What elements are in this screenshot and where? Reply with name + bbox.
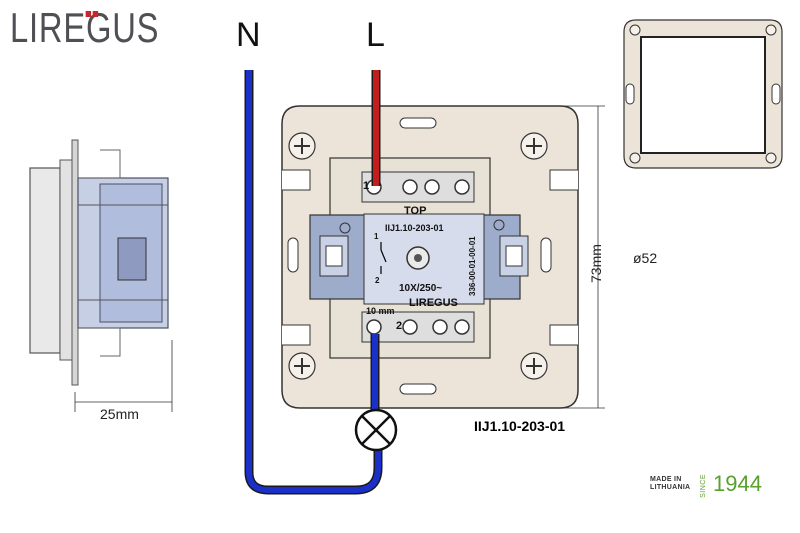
terminal-1-label: 1 [363, 180, 370, 192]
lamp-symbol [354, 408, 398, 452]
side-view [29, 139, 173, 412]
brand-logo-mark [85, 11, 105, 17]
since-label: SINCE [700, 474, 707, 498]
live-wire-label: L [366, 16, 385, 54]
strip-length-label: 10 mm [366, 306, 395, 316]
mechanism-brand-label: LIREGUS [409, 297, 458, 309]
rating-label: 10X/250~ [399, 283, 443, 294]
depth-dimension-label: 25mm [100, 406, 139, 422]
since-year: 1944 [713, 471, 762, 496]
switch-position-2-label: 2 [375, 276, 380, 285]
serial-label: 336-00-01-00-01 [468, 236, 477, 296]
height-dimension [560, 105, 605, 409]
neutral-wire-label: N [236, 16, 261, 54]
switch-mechanism [309, 157, 529, 359]
height-dimension-label: 73mm [588, 244, 604, 283]
mechanism-model-label: IIJ1.10-203-01 [385, 223, 444, 233]
made-in-badge: MADE IN LITHUANIA [650, 476, 690, 492]
product-code-label: IIJ1.10-203-01 [474, 418, 566, 434]
terminal-2-label: 2 [396, 320, 403, 332]
wires [244, 70, 383, 495]
made-in-line-1: MADE IN [650, 476, 682, 483]
brand-logo: LIREGUS [10, 4, 159, 52]
made-in-line-2: LITHUANIA [650, 484, 691, 491]
cover-frame [623, 19, 783, 169]
switch-position-1-label: 1 [374, 232, 379, 241]
top-label: TOP [404, 205, 427, 217]
diameter-dimension-label: ø52 [633, 250, 658, 266]
brand-logo-text: LIREGUS [10, 4, 160, 51]
